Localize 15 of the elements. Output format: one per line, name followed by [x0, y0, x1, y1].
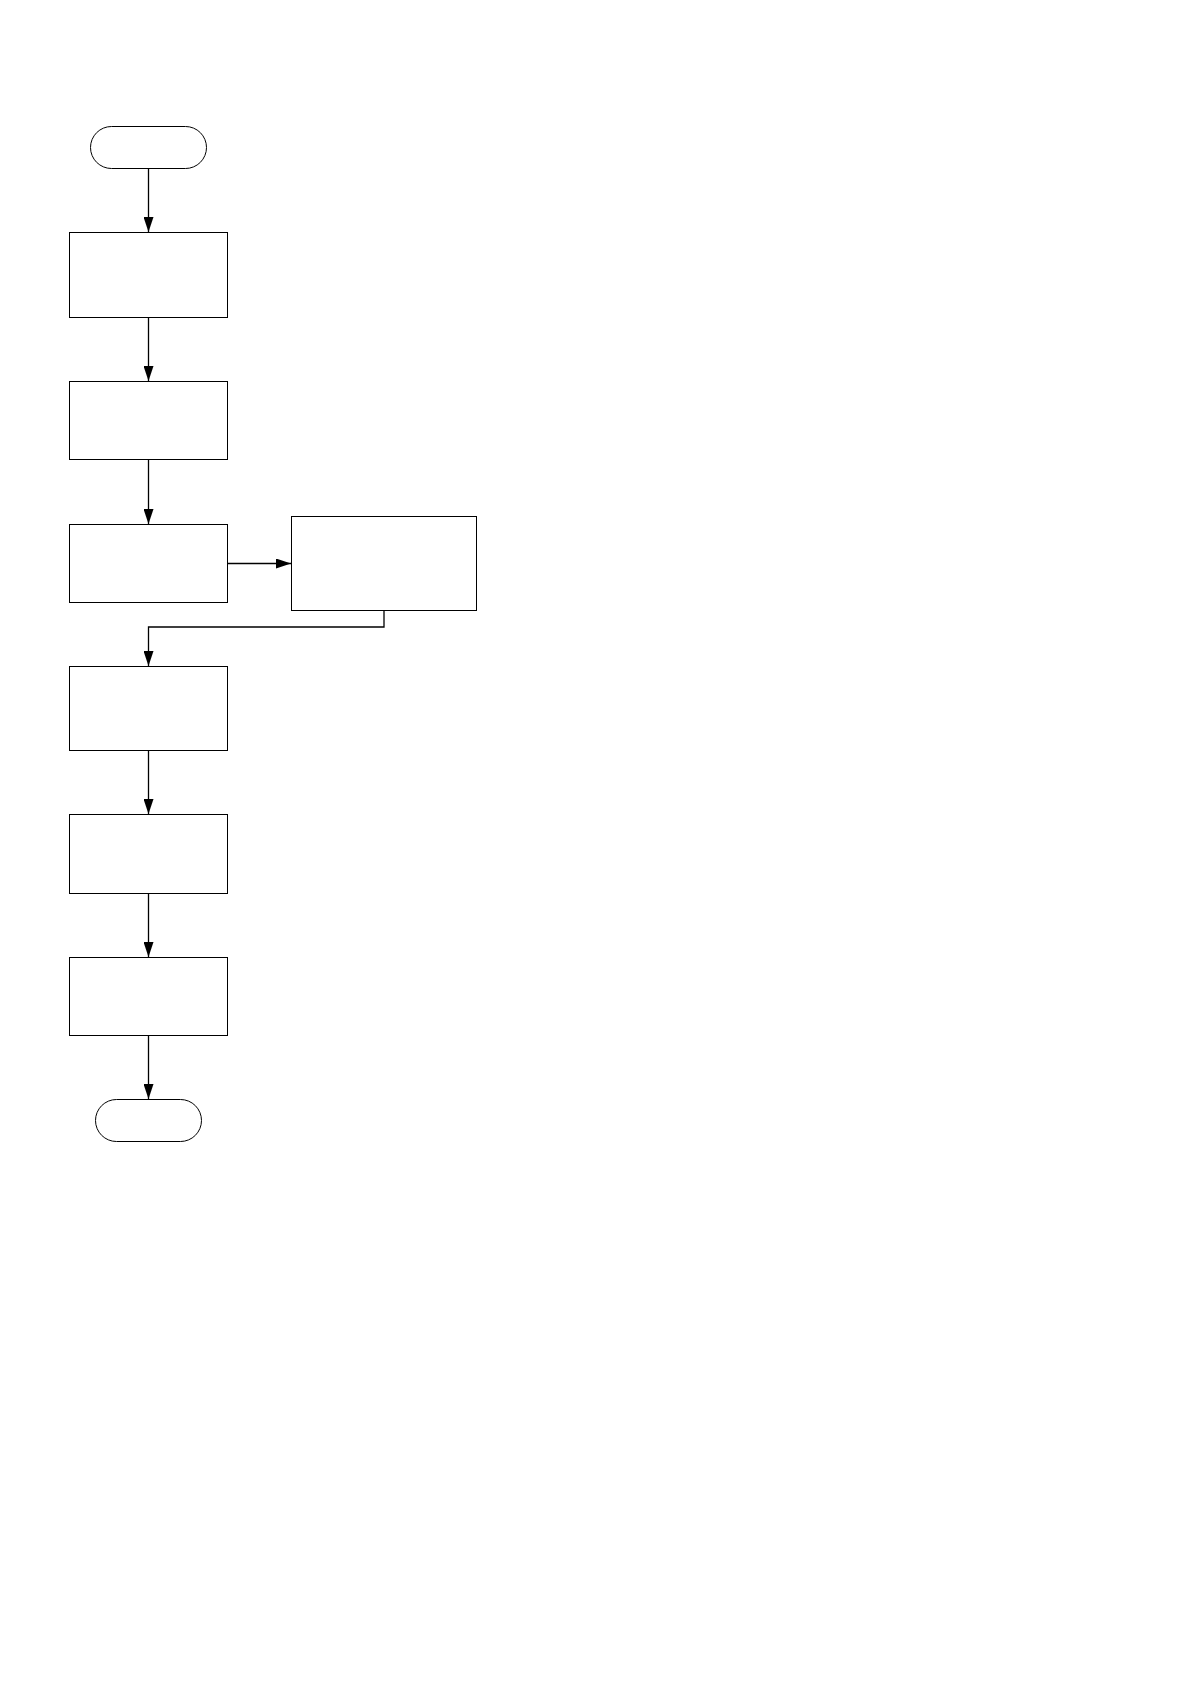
process-box — [69, 666, 228, 751]
process-box — [69, 381, 228, 460]
process-box — [69, 524, 228, 603]
arrow — [143, 168, 154, 233]
arrow — [143, 1035, 154, 1100]
process-box — [291, 516, 477, 611]
arrow — [143, 317, 154, 382]
arrow — [143, 893, 154, 958]
arrow — [143, 750, 154, 815]
arrow — [143, 459, 154, 525]
process-box — [69, 957, 228, 1036]
process-box — [69, 232, 228, 318]
arrow — [143, 610, 385, 667]
arrow — [227, 558, 292, 569]
process-box — [69, 814, 228, 894]
